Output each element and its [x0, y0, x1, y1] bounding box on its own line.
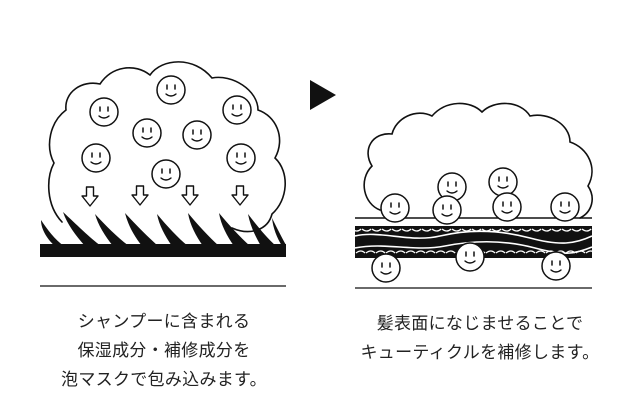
right-panel — [355, 102, 593, 289]
smiley-face-icon — [132, 118, 162, 148]
down-arrow-icon — [181, 185, 199, 206]
left-panel — [40, 61, 286, 287]
smiley-face-icon — [222, 95, 252, 125]
smiley-face-icon — [550, 192, 580, 222]
smiley-face-icon — [455, 242, 485, 272]
down-arrow-icon — [231, 185, 249, 206]
play-triangle-icon — [310, 80, 336, 110]
smiley-face-icon — [156, 75, 186, 105]
smiley-face-icon — [182, 120, 212, 150]
left-hair-base — [40, 244, 286, 257]
down-arrow-icon — [81, 186, 99, 207]
smiley-face-icon — [226, 143, 256, 173]
right-foam-cloud — [363, 102, 593, 219]
smiley-face-icon — [89, 97, 119, 127]
left-caption-line-2: 保湿成分・補修成分を — [77, 341, 251, 361]
smiley-face-icon — [151, 159, 181, 189]
left-caption-line-3: 泡マスクで包み込みます。 — [61, 370, 267, 390]
left-caption: シャンプーに含まれる 保湿成分・補修成分を 泡マスクで包み込みます。 — [30, 308, 298, 395]
smiley-face-icon — [81, 143, 111, 173]
left-foam-cloud — [47, 61, 286, 233]
right-caption: 髪表面になじませることで キューティクルを補修します。 — [345, 310, 615, 368]
smiley-face-icon — [380, 193, 410, 223]
smiley-face-icon — [541, 251, 571, 281]
left-hair-strands — [41, 212, 286, 246]
smiley-face-icon — [492, 192, 522, 222]
left-caption-line-1: シャンプーに含まれる — [77, 312, 251, 332]
down-arrow-icon — [131, 185, 149, 206]
right-caption-line-1: 髪表面になじませることで — [376, 314, 584, 334]
smiley-face-icon — [371, 253, 401, 283]
smiley-face-icon — [488, 167, 518, 197]
right-caption-line-2: キューティクルを補修します。 — [360, 343, 600, 363]
smiley-face-icon — [432, 195, 462, 225]
